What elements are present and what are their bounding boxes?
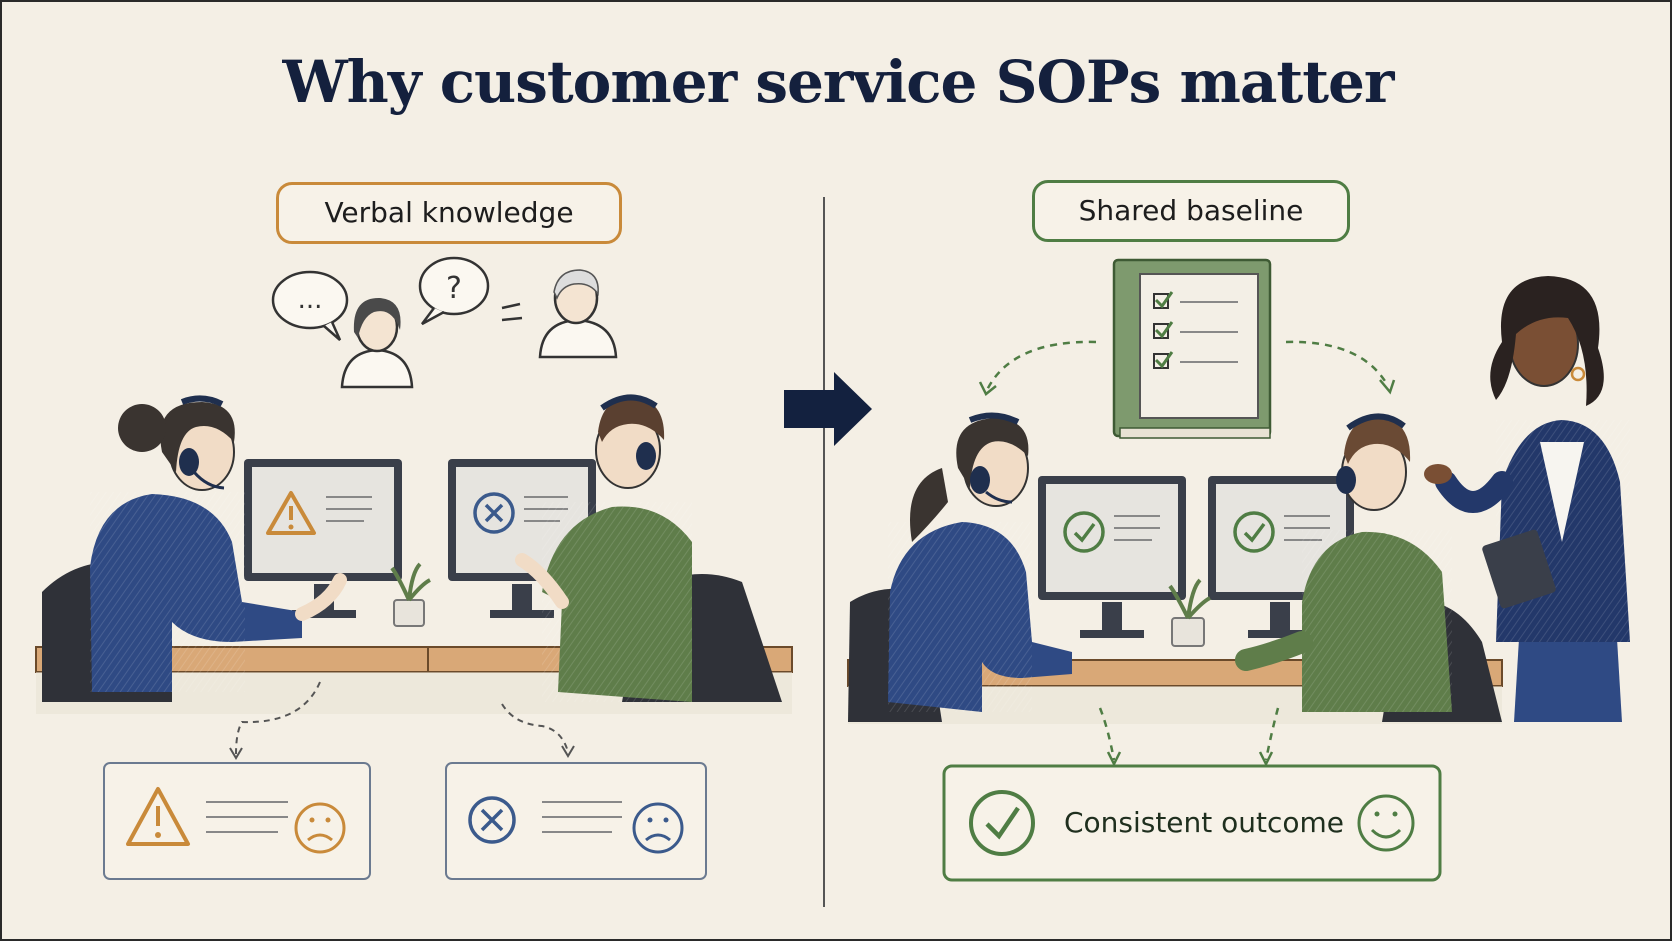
right-monitor-1 — [1038, 476, 1186, 638]
check-circle-icon — [1233, 511, 1275, 553]
shared-baseline-tag: Shared baseline — [1032, 180, 1350, 242]
sad-face-icon — [632, 802, 684, 854]
result-box-warning — [103, 762, 371, 880]
x-circle-icon — [468, 796, 516, 844]
speech-bubble-ellipsis: ... — [271, 270, 349, 341]
outcome-label: Consistent outcome — [1063, 806, 1345, 839]
warning-triangle-icon — [266, 491, 316, 535]
small-woman-figure — [340, 297, 414, 389]
sad-face-icon — [294, 802, 346, 854]
small-man-figure — [538, 269, 618, 359]
outcome-box — [942, 764, 1442, 882]
left-dashed-arrow-1 — [235, 681, 321, 755]
smile-face-icon — [1357, 794, 1415, 852]
right-dashed-arrow-2 — [1264, 707, 1280, 761]
result-box-error — [445, 762, 707, 880]
speech-bubble-question: ? — [418, 256, 490, 326]
x-circle-icon — [473, 492, 515, 534]
talk-lines — [501, 302, 523, 322]
checklist-book-icon — [1112, 258, 1272, 439]
left-agent-woman — [42, 395, 347, 702]
left-dashed-arrow-2 — [501, 703, 569, 753]
book-dashed-arrow-right — [1285, 340, 1390, 387]
ellipsis-text: ... — [298, 285, 323, 315]
supervisor-figure — [1424, 276, 1630, 722]
right-agent-woman — [848, 412, 1072, 722]
book-dashed-arrow-left — [985, 340, 1097, 391]
right-agent-man — [1235, 413, 1502, 722]
page-title: Why customer service SOPs matter — [282, 48, 1395, 116]
check-circle-icon — [969, 790, 1035, 856]
verbal-knowledge-tag: Verbal knowledge — [276, 182, 622, 244]
right-plant — [1168, 578, 1211, 647]
left-agent-man — [515, 394, 782, 702]
left-plant — [390, 562, 431, 627]
warning-triangle-icon — [126, 787, 190, 846]
checklist-items — [1153, 291, 1238, 369]
right-arrow-icon — [784, 372, 872, 446]
left-monitor-1 — [244, 459, 402, 618]
check-circle-icon — [1063, 511, 1105, 553]
right-dashed-arrow-1 — [1098, 707, 1116, 761]
question-text: ? — [446, 271, 462, 306]
